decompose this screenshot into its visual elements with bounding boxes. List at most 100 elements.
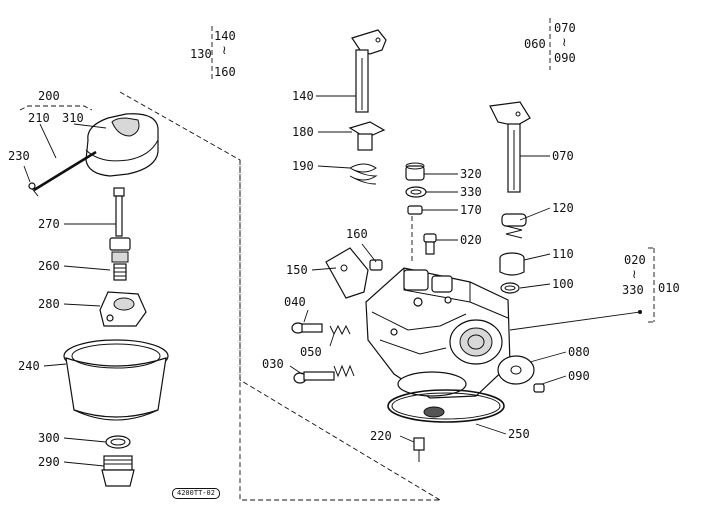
- idle-spring: [333, 364, 355, 378]
- choke-washer-100: [500, 282, 520, 294]
- leader-250: [475, 423, 507, 435]
- assembly-boundary-right: [239, 160, 441, 501]
- leader-090: [541, 375, 567, 385]
- choke-seal-110: [499, 252, 525, 276]
- leader-300: [63, 437, 107, 443]
- bowl-washer-300: [105, 435, 131, 449]
- label-080: 080: [568, 345, 590, 359]
- label-240: 240: [18, 359, 40, 373]
- leader-150: [311, 267, 337, 271]
- label-210: 210: [28, 111, 50, 125]
- label-120: 120: [552, 201, 574, 215]
- label-140: 140: [292, 89, 314, 103]
- leader-260: [63, 265, 111, 271]
- idle-screw-030: [293, 371, 335, 384]
- label-090: 090: [568, 369, 590, 383]
- label-070-range-top: 070: [554, 21, 576, 35]
- leader-160: [361, 243, 377, 263]
- leader-050: [329, 333, 335, 347]
- choke-washer-330: [405, 186, 427, 198]
- label-190: 190: [292, 159, 314, 173]
- label-270: 270: [38, 217, 60, 231]
- pin-clip-230: [28, 182, 36, 190]
- label-070: 070: [552, 149, 574, 163]
- throttle-spring-190: [349, 163, 378, 185]
- jet-020: [423, 233, 437, 255]
- bracket-200: [19, 105, 93, 111]
- throttle-shaft-140: [351, 29, 387, 113]
- leader-210: [39, 123, 57, 159]
- choke-collar-170: [407, 205, 423, 215]
- float-pin-210: [29, 150, 97, 197]
- label-130-range-mark: ≀: [222, 43, 227, 57]
- label-160: 160: [346, 227, 368, 241]
- plate-screw-160: [369, 259, 383, 271]
- choke-shaft-070: [489, 101, 531, 193]
- leader-080: [529, 351, 567, 363]
- label-020: 020: [460, 233, 482, 247]
- pilot-screw-040: [291, 322, 323, 334]
- label-170: 170: [460, 203, 482, 217]
- leader-190: [317, 165, 351, 169]
- drawing-number-stamp: 4200TT-02: [172, 488, 220, 499]
- label-330: 330: [460, 185, 482, 199]
- bowl-drain-bolt-290: [101, 455, 135, 487]
- drain-valve-220: [413, 437, 425, 462]
- bowl-gasket-250: [387, 389, 505, 423]
- leader-dot-010: [638, 310, 642, 314]
- label-230: 230: [8, 149, 30, 163]
- leader-100: [519, 283, 551, 289]
- label-330-range-bottom: 330: [622, 283, 644, 297]
- float-valve-lever-280: [99, 291, 147, 327]
- label-300: 300: [38, 431, 60, 445]
- label-310: 310: [62, 111, 84, 125]
- carburetor-body: [365, 267, 511, 418]
- label-150: 150: [286, 263, 308, 277]
- label-010: 010: [658, 281, 680, 295]
- label-020-range-top: 020: [624, 253, 646, 267]
- shaft-seal-180: [348, 121, 386, 151]
- label-040: 040: [284, 295, 306, 309]
- leader-120: [519, 207, 551, 221]
- label-290: 290: [38, 455, 60, 469]
- float-needle-270: [113, 187, 125, 237]
- choke-seal-320: [405, 162, 425, 181]
- label-030: 030: [262, 357, 284, 371]
- label-140-range-top: 140: [214, 29, 236, 43]
- leader-030: [289, 365, 303, 375]
- float-bowl-240: [63, 339, 169, 421]
- leader-220: [399, 435, 415, 443]
- label-130: 130: [190, 47, 212, 61]
- leader-280: [63, 303, 101, 307]
- leader-110: [523, 253, 551, 261]
- label-200: 200: [38, 89, 60, 103]
- leader-010: [509, 311, 641, 331]
- needle-seat-260: [109, 237, 131, 281]
- label-180: 180: [292, 125, 314, 139]
- idle-adjust-plate-150: [325, 247, 369, 299]
- choke-plate-080: [497, 355, 535, 385]
- label-220: 220: [370, 429, 392, 443]
- plate-screw-090: [533, 383, 545, 393]
- label-250: 250: [508, 427, 530, 441]
- label-320: 320: [460, 167, 482, 181]
- label-050: 050: [300, 345, 322, 359]
- label-060: 060: [524, 37, 546, 51]
- float-part-310: [85, 113, 159, 177]
- label-090-range-bottom: 090: [554, 51, 576, 65]
- label-160-range-bottom: 160: [214, 65, 236, 79]
- leader-310: [73, 123, 107, 129]
- label-110: 110: [552, 247, 574, 261]
- choke-spring-120: [501, 213, 527, 239]
- screw-spring-050: [329, 324, 351, 336]
- leader-230: [23, 165, 31, 183]
- label-280: 280: [38, 297, 60, 311]
- leader-290: [63, 461, 105, 467]
- label-010-range-mark: ≀: [632, 267, 637, 281]
- leader-240: [43, 363, 67, 367]
- label-100: 100: [552, 277, 574, 291]
- label-060-range-mark: ≀: [562, 35, 567, 49]
- leader-040: [303, 309, 309, 323]
- label-260: 260: [38, 259, 60, 273]
